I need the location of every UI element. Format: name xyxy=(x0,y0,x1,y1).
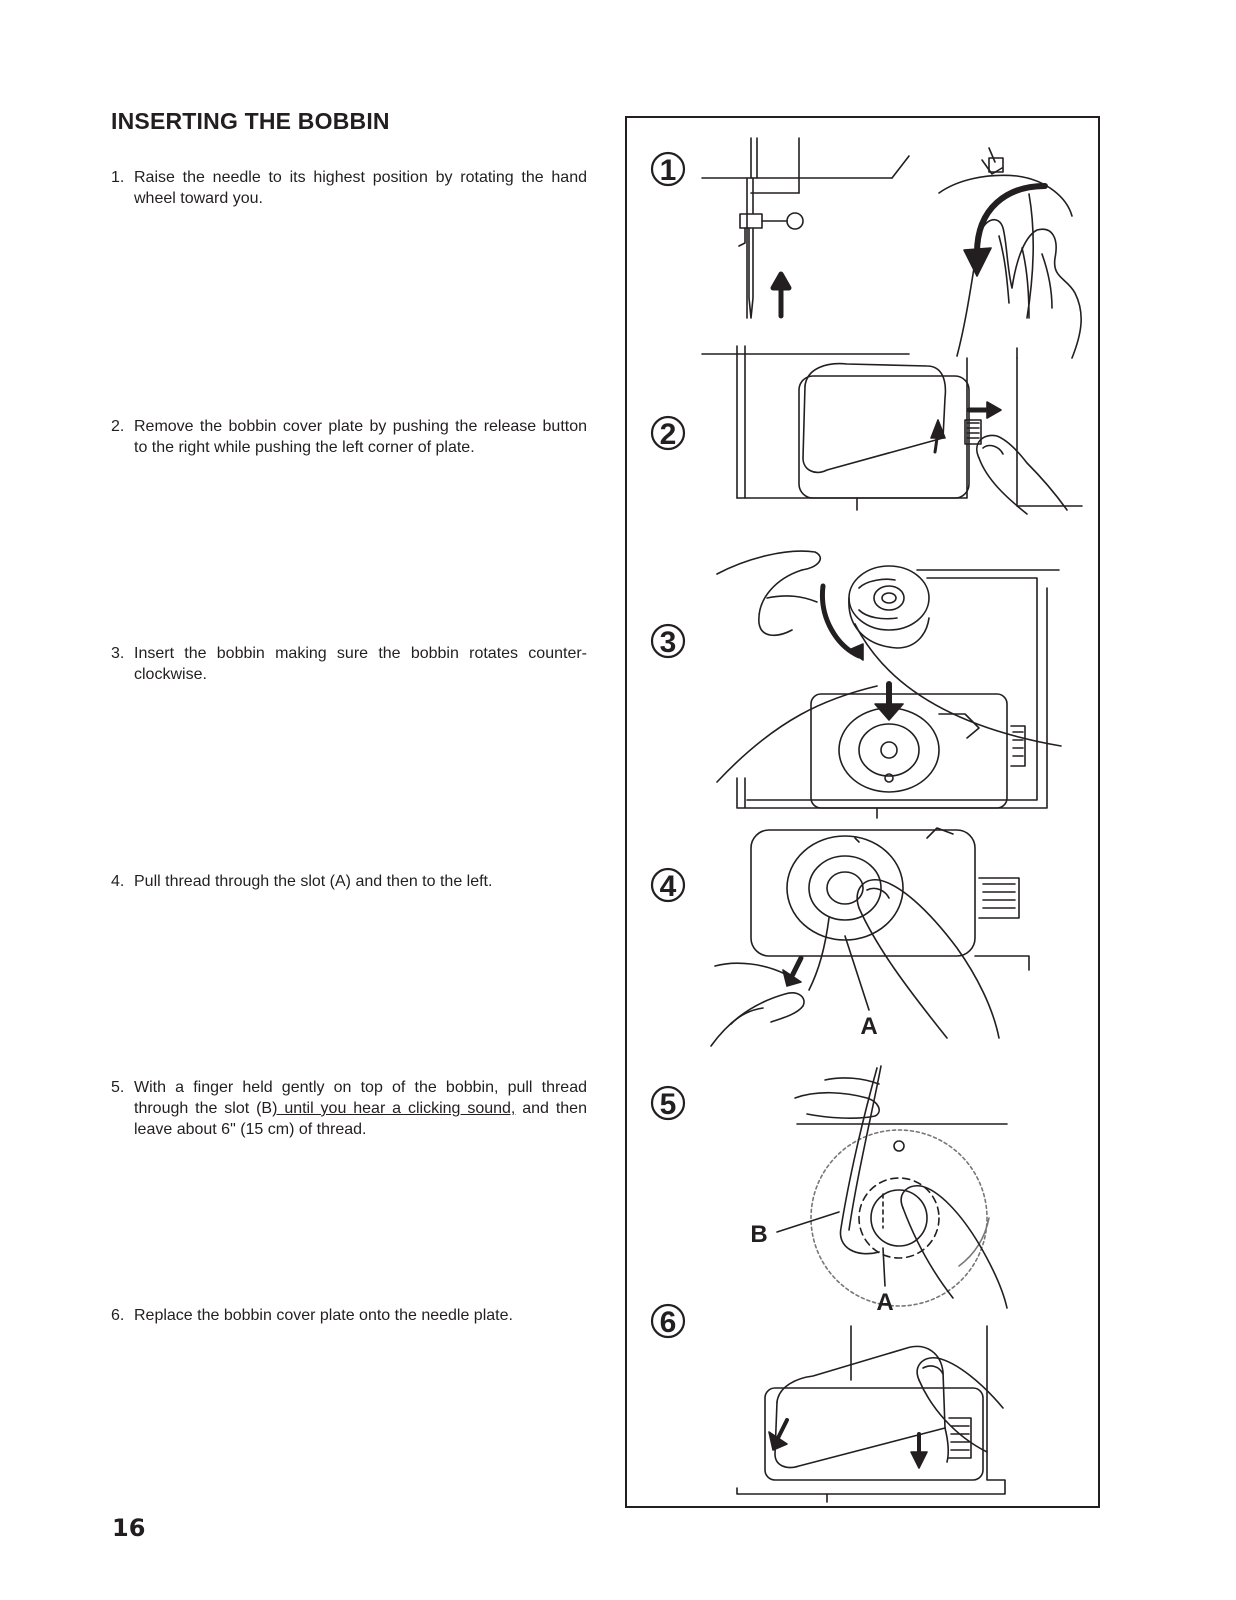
label-slot-a-fig4-leader xyxy=(844,935,870,1011)
figure-marker-1-circle xyxy=(650,151,686,187)
step-number: 5. xyxy=(111,1079,125,1096)
figure-marker-3-circle xyxy=(650,623,686,659)
figure-marker-6-circle xyxy=(650,1303,686,1339)
step-text-part: and then leave about 6" (15 cm) of threa… xyxy=(134,1100,587,1138)
figure-marker-4: 4 xyxy=(660,870,677,903)
step-text: Insert the bobbin making sure the bobbin… xyxy=(134,645,587,683)
figure-marker-1: 1 xyxy=(660,154,677,187)
figure-marker-5-circle xyxy=(650,1085,686,1121)
step-4: 4. Pull thread through the slot (A) and … xyxy=(111,871,587,892)
step-number: 1. xyxy=(111,169,125,186)
step-text: Raise the needle to its highest position… xyxy=(134,169,587,207)
step-number: 6. xyxy=(111,1307,125,1324)
illustration-frame: 1 2 xyxy=(625,116,1100,1508)
figure-2-remove-cover-plate xyxy=(736,357,1083,515)
label-slot-a-fig5-leader xyxy=(882,1247,886,1287)
step-number: 4. xyxy=(111,873,125,890)
figure-marker-5: 5 xyxy=(660,1088,677,1121)
illustration-panel: 1 2 xyxy=(650,137,1083,1503)
label-slot-a-fig5: A xyxy=(876,1289,893,1316)
step-number: 3. xyxy=(111,645,125,662)
step-number: 2. xyxy=(111,418,125,435)
label-slot-b: B xyxy=(750,1221,767,1248)
step-text: Replace the bobbin cover plate onto the … xyxy=(134,1307,513,1324)
page-number: 16 xyxy=(112,1514,146,1542)
step-5: 5. With a finger held gently on top of t… xyxy=(111,1077,587,1140)
step-2: 2. Remove the bobbin cover plate by push… xyxy=(111,416,587,458)
figure-5-pull-thread-slot-b xyxy=(794,1065,1008,1309)
figure-marker-6: 6 xyxy=(660,1306,677,1339)
figure-marker-2-circle xyxy=(650,415,686,451)
step-text-part: With a finger held gently on top of the … xyxy=(134,1079,587,1117)
step-text: Pull thread through the slot (A) and the… xyxy=(134,873,493,890)
figure-6-replace-cover-plate xyxy=(736,1325,1006,1503)
label-slot-b-leader xyxy=(776,1211,840,1233)
step-text: With a finger held gently on top of the … xyxy=(134,1077,587,1140)
figure-marker-4-circle xyxy=(650,867,686,903)
step-1: 1. Raise the needle to its highest posit… xyxy=(111,167,587,209)
step-6: 6. Replace the bobbin cover plate onto t… xyxy=(111,1305,587,1326)
page-title: INSERTING THE BOBBIN xyxy=(111,108,390,134)
label-slot-a-fig4: A xyxy=(860,1013,877,1040)
figure-3-insert-bobbin xyxy=(716,550,1062,819)
figure-marker-3: 3 xyxy=(660,626,677,659)
step-text: Remove the bobbin cover plate by pushing… xyxy=(134,418,587,456)
figure-marker-2: 2 xyxy=(660,418,677,451)
figure-4-pull-thread-slot-a xyxy=(710,827,1030,1047)
step-3: 3. Insert the bobbin making sure the bob… xyxy=(111,643,587,685)
step-text-underlined: ) until you hear a clicking sound, xyxy=(272,1100,516,1117)
figure-1-needle-handwheel xyxy=(701,137,1082,499)
